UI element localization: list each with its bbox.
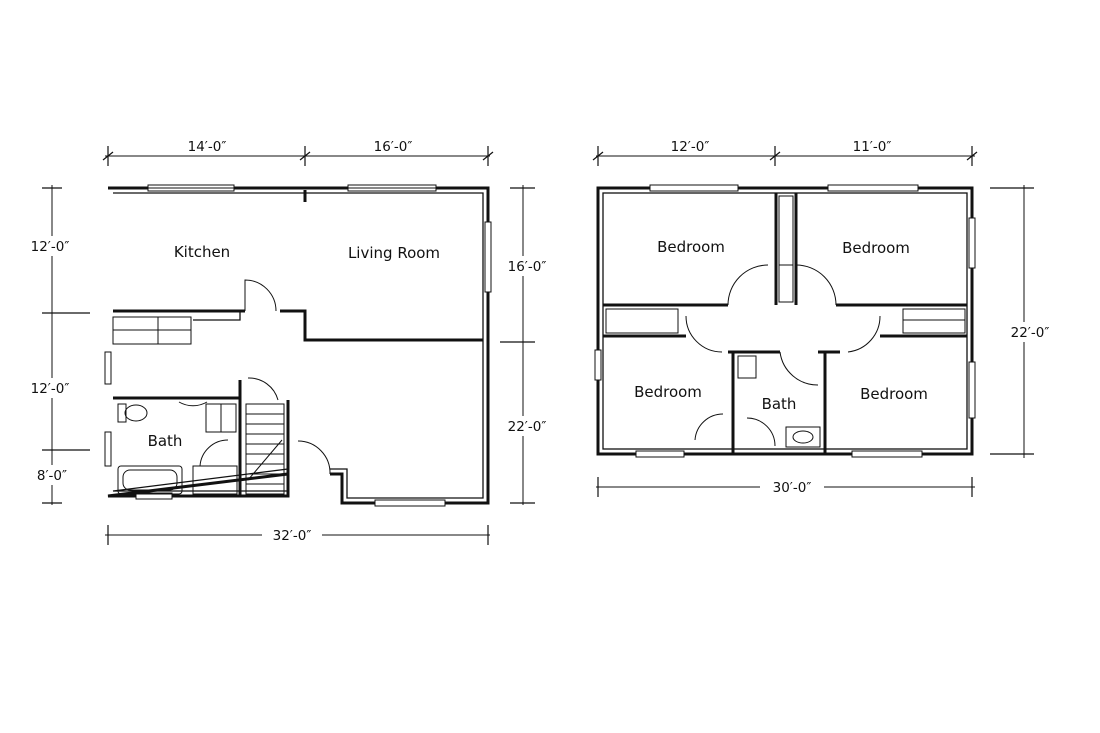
- window: [649, 184, 739, 192]
- upper-floor-plan: Bedroom Bedroom Bedroom Bath Bedroom 12′…: [592, 139, 1066, 497]
- bedroom-door: [795, 264, 837, 306]
- dimension-label: 16′-0″: [374, 139, 413, 155]
- window: [635, 450, 685, 458]
- kitchen-door: [244, 279, 277, 312]
- upper-outer-wall: [596, 186, 974, 456]
- dimension-label: 22′-0″: [1011, 325, 1050, 341]
- dimension-label: 12′-0″: [31, 381, 70, 397]
- closet-upper-left: [605, 308, 679, 334]
- room-label-living-room: Living Room: [348, 244, 440, 262]
- window: [104, 351, 112, 385]
- dimension-label: 22′-0″: [508, 419, 547, 435]
- upper-top-dimension: 12′-0″ 11′-0″: [592, 139, 978, 166]
- window: [135, 492, 173, 500]
- window: [968, 217, 976, 269]
- window: [594, 349, 602, 381]
- window: [104, 431, 112, 467]
- ground-left-dimension: 12′-0″ 12′-0″ 8′-0″: [20, 185, 90, 505]
- dimension-label: 16′-0″: [508, 259, 547, 275]
- dimension-label: 11′-0″: [853, 139, 892, 155]
- entry-door: [297, 440, 331, 475]
- bedroom-door: [727, 264, 769, 306]
- dimension-label: 14′-0″: [188, 139, 227, 155]
- room-label-bedroom: Bedroom: [634, 383, 702, 401]
- room-label-kitchen: Kitchen: [174, 243, 230, 261]
- dimension-label: 32′-0″: [273, 528, 312, 544]
- toilet: [124, 404, 148, 422]
- dimension-label: 12′-0″: [671, 139, 710, 155]
- room-label-bath: Bath: [762, 395, 797, 413]
- bathtub: [117, 465, 183, 495]
- dimension-label: 12′-0″: [31, 239, 70, 255]
- ground-top-dimension: 14′-0″ 16′-0″: [102, 139, 494, 166]
- staircase: [245, 403, 285, 495]
- bedroom-door: [847, 315, 881, 353]
- window: [827, 184, 919, 192]
- upper-bottom-dimension: 30′-0″: [596, 477, 975, 497]
- upper-right-dimension: 22′-0″: [990, 185, 1066, 458]
- ground-right-dimension: 16′-0″ 22′-0″: [498, 185, 558, 505]
- window: [484, 221, 492, 293]
- bath-door: [779, 351, 819, 386]
- room-label-bedroom: Bedroom: [657, 238, 725, 256]
- bath-closet: [192, 465, 238, 495]
- bath-sink: [785, 426, 821, 448]
- bedroom-door: [685, 315, 723, 353]
- linen-closet: [778, 195, 794, 303]
- room-label-bath: Bath: [148, 432, 183, 450]
- window: [851, 450, 923, 458]
- room-label-bedroom: Bedroom: [842, 239, 910, 257]
- window: [374, 499, 446, 507]
- room-label-bedroom: Bedroom: [860, 385, 928, 403]
- window: [968, 361, 976, 419]
- ground-bottom-dimension: 32′-0″: [105, 525, 490, 545]
- ground-floor-plan: Kitchen Living Room Bath 14′-0″ 16′-0″ 1…: [20, 139, 558, 545]
- dimension-label: 30′-0″: [773, 480, 812, 496]
- closet-upper-right: [902, 308, 966, 334]
- ground-outer-wall: [107, 186, 490, 505]
- dimension-label: 8′-0″: [37, 468, 67, 484]
